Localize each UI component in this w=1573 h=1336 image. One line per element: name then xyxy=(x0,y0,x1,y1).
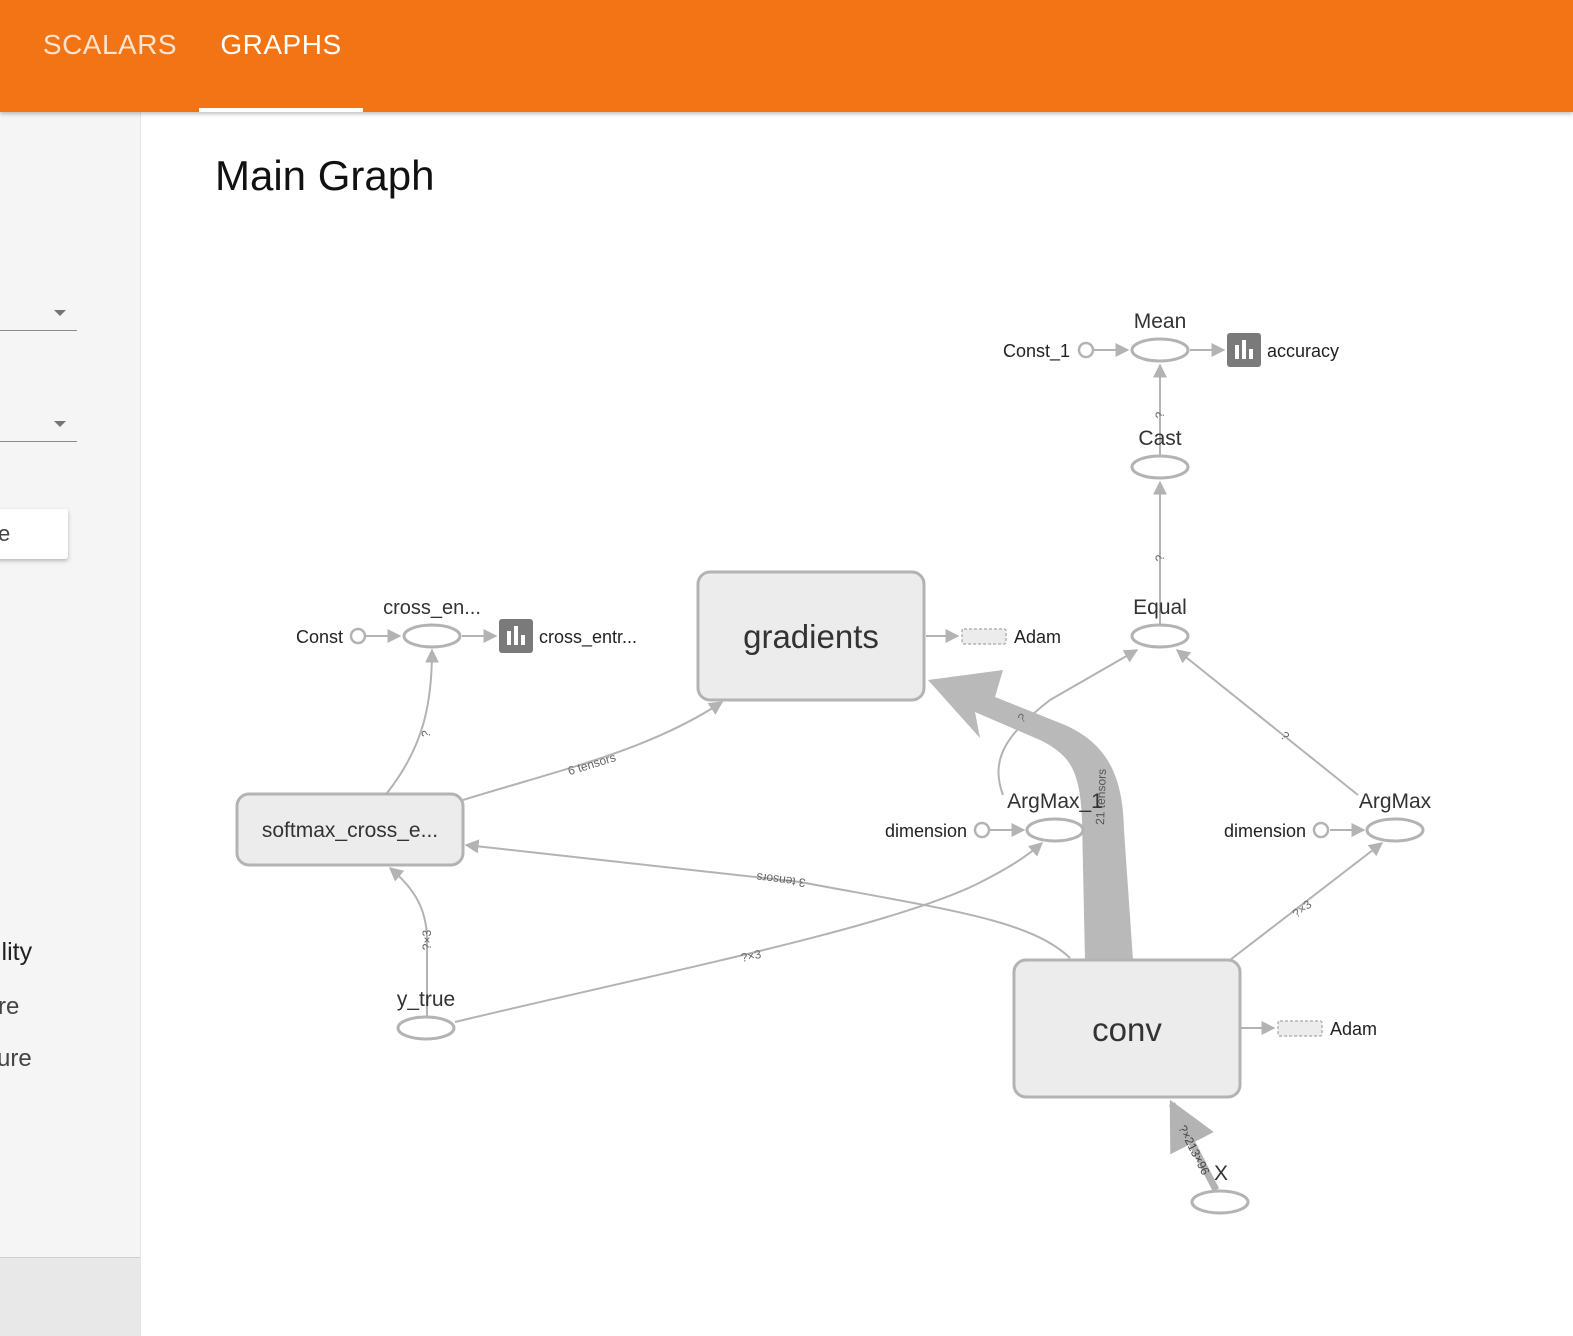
node-adam-1[interactable] xyxy=(961,628,1007,645)
node-label-cast: Cast xyxy=(1138,427,1181,450)
edge-conv-softmax xyxy=(464,839,1071,959)
edge-label-x-conv: ?×213×96 xyxy=(1175,1123,1212,1178)
node-label-argmax: ArgMax xyxy=(1359,790,1432,813)
node-argmax[interactable] xyxy=(1365,817,1425,843)
sidebar-button[interactable]: e xyxy=(0,509,68,559)
chevron-down-icon xyxy=(54,421,66,427)
sidebar-option-2[interactable]: ure xyxy=(0,1045,32,1072)
edge-label-cast-mean: ? xyxy=(1153,411,1167,418)
node-cross-en[interactable] xyxy=(402,623,462,649)
node-dimension-2[interactable] xyxy=(1312,821,1330,839)
tab-graphs[interactable]: GRAPHS xyxy=(199,0,363,112)
graph-nodes: Mean Const_1 accuracy Cast Equal cross_e… xyxy=(235,310,1432,1215)
node-label-x: X xyxy=(1214,1162,1228,1185)
node-gradients[interactable] xyxy=(696,570,926,702)
node-label-dimension-2: dimension xyxy=(1224,821,1306,841)
node-y-true[interactable] xyxy=(396,1015,456,1041)
node-const[interactable] xyxy=(349,627,367,645)
edge-label-softmax-crossen: ? xyxy=(419,729,434,738)
select-underline xyxy=(0,330,77,331)
edge-label-conv-argmax: ?×3 xyxy=(1290,897,1315,921)
node-label-dimension-1: dimension xyxy=(885,821,967,841)
sidebar-select-2[interactable] xyxy=(0,402,77,442)
active-tab-indicator xyxy=(199,108,363,112)
edge-softmax-crossen xyxy=(386,648,439,794)
sidebar-section-heading: ility xyxy=(0,938,33,966)
node-label-softmax: softmax_cross_e... xyxy=(262,819,438,842)
sidebar-footer xyxy=(0,1257,140,1336)
edge-conv-gradients-thick xyxy=(928,670,1133,960)
node-label-const-1: Const_1 xyxy=(1003,341,1070,362)
edge-x-conv xyxy=(1168,1099,1220,1192)
node-x[interactable] xyxy=(1190,1189,1250,1215)
graph-edges xyxy=(366,343,1384,1192)
edge-softmax-gradients xyxy=(462,701,724,801)
edge-ytrue-softmax xyxy=(388,867,428,1016)
main-panel: Main Graph xyxy=(140,112,1573,1336)
node-adam-2[interactable] xyxy=(1277,1020,1323,1037)
node-dimension-1[interactable] xyxy=(973,821,991,839)
node-argmax-1[interactable] xyxy=(1025,817,1085,843)
node-label-argmax-1: ArgMax_1 xyxy=(1007,790,1103,813)
chevron-down-icon xyxy=(54,310,66,316)
edge-conv-argmax xyxy=(1229,842,1384,961)
edge-label-3-tensors: 3 tensors xyxy=(756,870,807,890)
node-label-equal: Equal xyxy=(1133,596,1187,619)
summary-icon-accuracy[interactable] xyxy=(1227,333,1261,367)
edge-ytrue-argmax1 xyxy=(454,842,1044,1023)
top-nav-bar: SCALARS GRAPHS xyxy=(0,0,1573,112)
node-label-cross-entr: cross_entr... xyxy=(539,627,637,648)
node-label-adam-2: Adam xyxy=(1330,1019,1377,1039)
edge-label-ytrue-argmax1: ?×3 xyxy=(740,947,763,965)
node-softmax-cross-entropy[interactable] xyxy=(235,792,465,867)
node-const-1[interactable] xyxy=(1077,341,1095,359)
page-title: Main Graph xyxy=(215,152,435,199)
tab-scalars[interactable]: SCALARS xyxy=(30,0,190,112)
edge-argmax-equal xyxy=(1175,649,1359,796)
edge-argmax1-equal xyxy=(997,649,1139,796)
summary-icon-cross-entropy[interactable] xyxy=(499,619,533,653)
sidebar: e ility re ure xyxy=(0,112,141,1336)
node-label-mean: Mean xyxy=(1134,310,1187,333)
sidebar-option-1[interactable]: re xyxy=(0,993,20,1020)
tab-scalars-label: SCALARS xyxy=(42,29,178,60)
edge-label-21-tensors: 21 tensors xyxy=(1093,769,1109,826)
select-underline xyxy=(0,441,77,442)
node-label-adam-1: Adam xyxy=(1014,627,1061,647)
node-mean[interactable] xyxy=(1130,337,1190,363)
edge-label-6-tensors: 6 tensors xyxy=(566,750,617,778)
sidebar-select-1[interactable] xyxy=(0,292,77,332)
node-label-accuracy: accuracy xyxy=(1267,341,1339,361)
edge-label-equal-cast: ? xyxy=(1153,554,1167,561)
node-label-const: Const xyxy=(296,627,343,647)
tab-graphs-label: GRAPHS xyxy=(220,29,342,60)
node-conv[interactable] xyxy=(1012,958,1242,1099)
node-label-gradients: gradients xyxy=(743,618,879,655)
node-label-cross-en: cross_en... xyxy=(383,597,481,619)
sidebar-button-label: e xyxy=(0,521,10,547)
edge-label-ytrue-softmax: ?×3 xyxy=(420,929,434,950)
node-cast[interactable] xyxy=(1130,454,1190,480)
node-equal[interactable] xyxy=(1130,623,1190,649)
node-label-y-true: y_true xyxy=(397,988,455,1011)
node-label-conv: conv xyxy=(1092,1011,1162,1048)
